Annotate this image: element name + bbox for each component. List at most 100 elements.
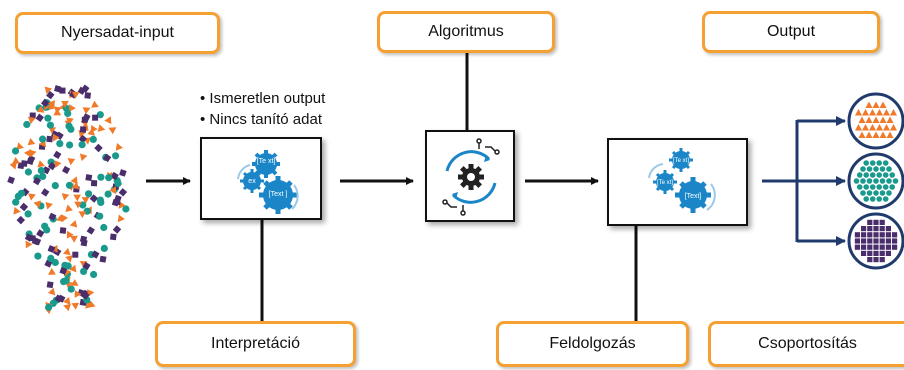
- group-circle: [889, 172, 895, 178]
- gear-small-left: ex: [240, 169, 264, 193]
- gear-text: ex: [248, 178, 256, 185]
- scatter-shape: [85, 190, 93, 198]
- scatter-shape: [90, 180, 98, 187]
- group-circle: [873, 166, 879, 172]
- group-triangle: [862, 124, 869, 131]
- group-square: [879, 226, 885, 232]
- scatter-shape: [77, 86, 86, 95]
- scatter-shape: [102, 153, 112, 163]
- group-circle: [856, 172, 863, 178]
- scatter-shape: [65, 255, 73, 263]
- scatter-shape: [63, 247, 71, 256]
- group-square: [873, 238, 879, 244]
- group-circle: [873, 178, 879, 184]
- scatter-shape: [99, 255, 107, 263]
- scatter-shape: [100, 244, 108, 252]
- scatter-shape: [69, 264, 77, 273]
- scatter-shape: [29, 112, 36, 119]
- gear-cluster-icon: [Te xt] [Te xt] [Text]: [648, 148, 716, 213]
- group-square: [873, 219, 879, 225]
- scatter-shape: [47, 100, 55, 108]
- scatter-shape: [66, 141, 74, 149]
- scatter-shape: [82, 261, 91, 271]
- scatter-shape: [23, 120, 31, 129]
- scatter-shape: [59, 87, 66, 94]
- group-circle: [863, 172, 869, 178]
- group-circle: [886, 178, 892, 184]
- scatter-shape: [53, 150, 62, 160]
- scatter-shape: [34, 252, 42, 260]
- scatter-shape: [24, 168, 32, 176]
- scatter-shape: [83, 207, 91, 215]
- scatter-shape: [47, 287, 56, 296]
- notes-list: Ismeretlen output Nincs tanító adat: [200, 88, 325, 130]
- group-triangle: [872, 116, 880, 123]
- gear-small-left: [Te xt]: [653, 170, 677, 194]
- group-triangle: [890, 124, 897, 131]
- scatter-shape: [48, 212, 57, 221]
- group-triangle: [865, 116, 873, 123]
- group-triangle: [855, 109, 862, 116]
- group-circle: [876, 172, 882, 178]
- scatter-shape: [27, 138, 36, 146]
- group-square: [867, 257, 873, 263]
- gear-text: [Text]: [685, 193, 702, 200]
- scatter-shape: [29, 149, 37, 158]
- scatter-shape: [40, 98, 50, 108]
- group-triangle: [869, 124, 876, 131]
- scatter-shape: [54, 160, 62, 168]
- group-triangle: [862, 109, 869, 116]
- group-circle: [869, 172, 876, 178]
- gear-large: [Text]: [675, 177, 711, 213]
- scatter-shape: [78, 141, 86, 149]
- group-square: [873, 257, 879, 263]
- scatter-shape: [71, 91, 80, 99]
- scatter-shape: [80, 267, 88, 275]
- scatter-shape: [114, 199, 121, 205]
- scatter-shape: [16, 215, 26, 225]
- group-square: [867, 219, 873, 225]
- scatter-shape: [69, 104, 76, 112]
- gear-text: [Te xt]: [673, 158, 689, 164]
- scatter-shape: [84, 92, 92, 99]
- group-circle: [879, 166, 886, 172]
- group-square: [892, 244, 898, 250]
- scatter-shape: [74, 290, 82, 298]
- scatter-shape: [114, 179, 122, 188]
- group-triangle: [886, 131, 894, 138]
- group-square: [873, 226, 879, 232]
- scatter-shape: [100, 223, 108, 232]
- scatter-shape: [12, 198, 20, 206]
- group-square: [861, 232, 867, 238]
- scatter-shape: [46, 135, 53, 143]
- scatter-shape: [47, 254, 55, 262]
- scatter-shape: [81, 116, 88, 123]
- scatter-shape: [46, 90, 55, 100]
- group-square: [873, 250, 879, 256]
- scatter-shape: [59, 266, 68, 275]
- square-group-icon: [847, 212, 904, 270]
- label-output: Output: [702, 11, 880, 53]
- scatter-shape: [17, 189, 25, 197]
- group-circle: [892, 178, 899, 184]
- scatter-shape: [78, 211, 87, 219]
- group-triangle: [855, 124, 862, 131]
- scatter-shape: [61, 214, 69, 223]
- scatter-shape: [51, 182, 59, 190]
- note-item: Ismeretlen output: [200, 88, 325, 109]
- group-triangle: [865, 101, 873, 108]
- group-circle: [876, 160, 882, 166]
- scatter-shape: [89, 135, 97, 143]
- group-circle: [869, 184, 876, 190]
- group-square: [867, 226, 873, 232]
- scatter-shape: [20, 160, 28, 167]
- label-processing: Feldolgozás: [496, 321, 689, 367]
- group-triangle: [872, 101, 880, 108]
- group-triangle: [876, 109, 883, 116]
- group-circle: [866, 178, 873, 184]
- scatter-shape: [119, 169, 127, 177]
- group-triangle: [886, 116, 894, 123]
- group-circle: [876, 184, 882, 190]
- group-square: [861, 238, 867, 244]
- scatter-shape: [62, 165, 71, 174]
